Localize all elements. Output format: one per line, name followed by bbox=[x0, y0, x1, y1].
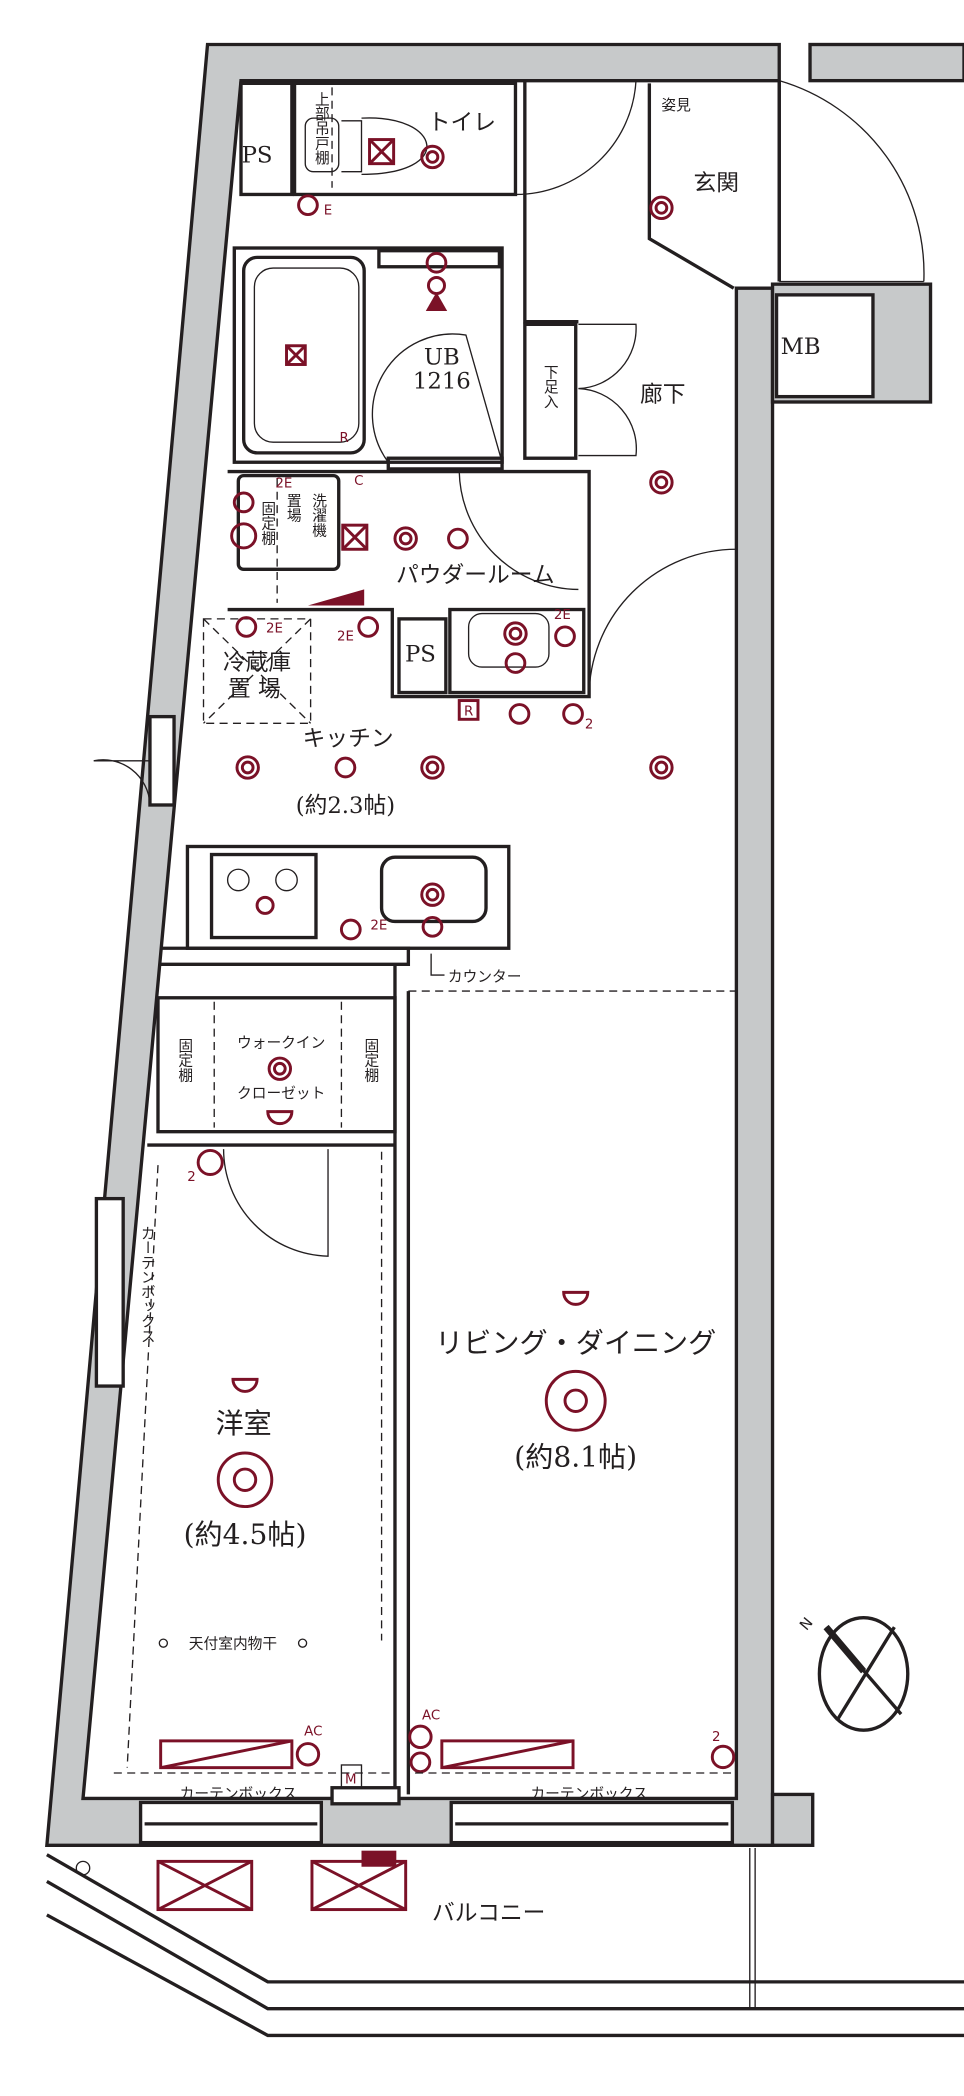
marker-2e: 2E bbox=[275, 477, 292, 492]
mb-closet[interactable] bbox=[774, 293, 875, 399]
powder-room bbox=[227, 469, 591, 699]
kitchen-label: キッチン bbox=[303, 726, 394, 752]
shoe-cabinet[interactable] bbox=[523, 322, 578, 460]
room-labels: PS トイレ 上部吊戸棚 姿見 玄関 MB UB 1216 下足入 廊下 固定棚… bbox=[139, 91, 821, 1926]
north-compass-icon: N bbox=[797, 1614, 910, 1732]
entrance-door[interactable] bbox=[777, 80, 925, 283]
curtain-box-right-label: カーテンボックス bbox=[530, 1785, 647, 1802]
ub-size-label: 1216 bbox=[413, 369, 471, 395]
curtain-box-vertical-label: カーテンボックス bbox=[139, 1225, 156, 1343]
toilet-room bbox=[239, 80, 637, 217]
fridge-space bbox=[202, 616, 584, 725]
wic-label-1: ウォークイン bbox=[237, 1034, 325, 1051]
unit-bath bbox=[232, 246, 504, 471]
fridge-label-2: 置 場 bbox=[228, 677, 281, 703]
balcony-label: バルコニー bbox=[432, 1900, 545, 1926]
western-room-label: 洋室 bbox=[216, 1407, 272, 1440]
electrical-marker-labels: E 2E 2E 2E 2E 2E R C R 2 2 AC AC M 2 bbox=[187, 204, 720, 1788]
fixed-shelf-right-label: 固定棚 bbox=[362, 1038, 379, 1082]
curtain-box-left-label: カーテンボックス bbox=[180, 1785, 297, 1802]
hallway-walls bbox=[523, 80, 737, 697]
washer-label: 洗濯機 bbox=[310, 493, 327, 538]
living-dining-label: リビング・ダイニング bbox=[435, 1327, 716, 1360]
marker-2e: 2E bbox=[266, 621, 283, 636]
wic-label-2: クローゼット bbox=[237, 1085, 325, 1102]
shoe-cabinet-label: 下足入 bbox=[542, 364, 559, 408]
western-room bbox=[94, 1165, 395, 1790]
fixed-shelf-left-label: 固定棚 bbox=[176, 1038, 193, 1082]
fixed-shelf-laundry-label: 固定棚 bbox=[259, 501, 276, 545]
ps-shaft-kitchen bbox=[397, 617, 448, 695]
living-dining-size-label: (約8.1帖) bbox=[514, 1440, 637, 1473]
entrance-label: 玄関 bbox=[694, 170, 740, 196]
kitchen-sink[interactable] bbox=[379, 855, 488, 924]
marker-2e: 2E bbox=[337, 629, 354, 644]
marker-r: R bbox=[339, 431, 348, 446]
kitchen bbox=[160, 755, 737, 992]
upper-cabinet-label: 上部吊戸棚 bbox=[313, 91, 330, 165]
mirror-label: 姿見 bbox=[661, 97, 691, 114]
marker-ac: AC bbox=[304, 1725, 322, 1740]
balcony bbox=[46, 1847, 964, 2038]
marker-r: R bbox=[464, 704, 473, 719]
marker-c: C bbox=[354, 474, 363, 489]
exterior-walls bbox=[45, 42, 964, 1847]
kitchen-size-label: (約2.3帖) bbox=[296, 793, 395, 819]
marker-e: E bbox=[324, 204, 332, 219]
counter-label: カウンター bbox=[448, 969, 522, 986]
kitchen-window[interactable] bbox=[93, 714, 176, 807]
partition-wall bbox=[380, 964, 411, 1795]
marker-2e: 2E bbox=[554, 608, 571, 623]
marker-2: 2 bbox=[585, 718, 594, 733]
powder-room-label: パウダールーム bbox=[396, 563, 555, 589]
fridge-label-1: 冷蔵庫 bbox=[223, 650, 291, 676]
washer-place-label: 置場 bbox=[285, 493, 302, 523]
marker-ac: AC bbox=[422, 1708, 440, 1723]
hallway-label: 廊下 bbox=[640, 382, 686, 408]
marker-2: 2 bbox=[712, 1730, 721, 1745]
stove[interactable] bbox=[209, 852, 318, 940]
marker-2e: 2E bbox=[370, 919, 387, 934]
marker-m: M bbox=[345, 1773, 357, 1788]
ps-kitchen-label: PS bbox=[405, 642, 436, 668]
indoor-drying-label: 天付室内物干 bbox=[189, 1635, 277, 1652]
toilet-label: トイレ bbox=[428, 110, 496, 136]
living-dining bbox=[408, 1290, 737, 1774]
western-room-size-label: (約4.5帖) bbox=[184, 1518, 307, 1551]
ps-top-label: PS bbox=[242, 142, 273, 168]
north-label: N bbox=[797, 1614, 817, 1633]
western-window[interactable] bbox=[94, 1196, 125, 1388]
ub-label: UB bbox=[424, 344, 460, 370]
balcony-windows[interactable] bbox=[138, 1786, 735, 1845]
mb-label: MB bbox=[781, 334, 821, 360]
marker-2: 2 bbox=[187, 1170, 196, 1185]
